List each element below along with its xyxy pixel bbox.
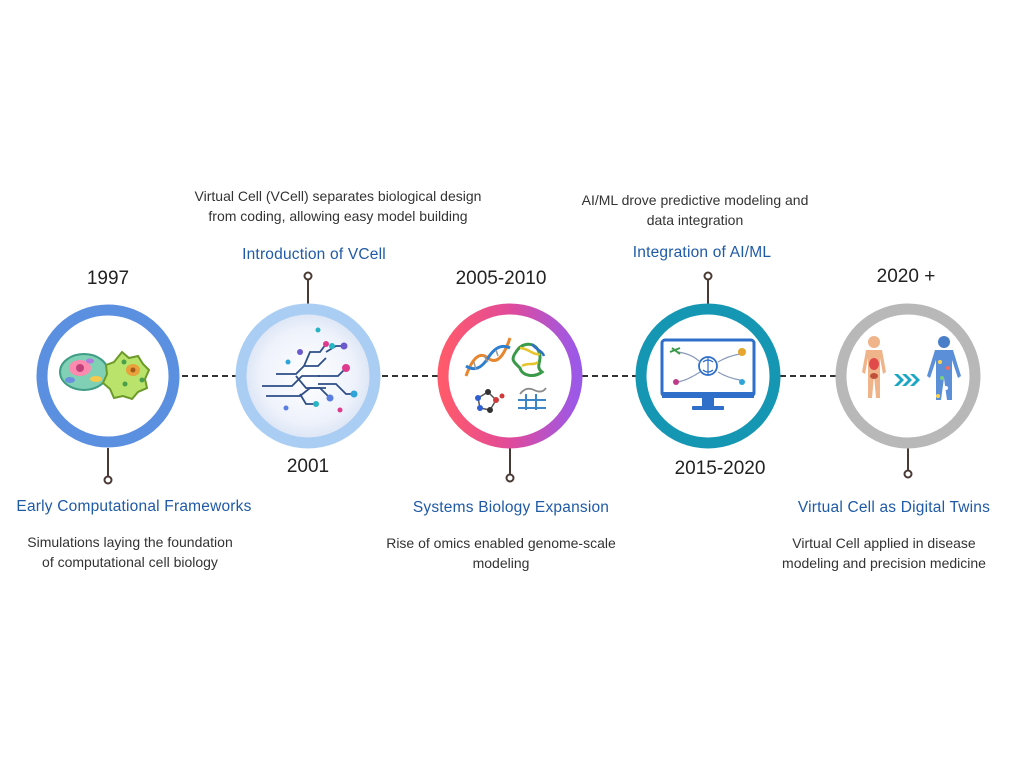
monitor-brain-icon: [660, 338, 756, 410]
milestone-title-1: Early Computational Frameworks: [16, 498, 252, 515]
milestone-node-2: [235, 303, 381, 449]
chevron-arrows-icon: [894, 374, 920, 386]
milestone-year-1: 1997: [86, 268, 130, 289]
stem-dot-4: [703, 271, 713, 281]
digital-twin-icon: [862, 336, 961, 400]
dna-protein-icon: [464, 337, 547, 413]
ring-3: [437, 303, 583, 449]
milestone-node-3: [437, 303, 583, 449]
milestone-title-3: Systems Biology Expansion: [412, 499, 610, 516]
human-anatomy-icon: [862, 336, 886, 398]
milestone-title-5: Virtual Cell as Digital Twins: [797, 499, 991, 516]
milestone-desc-2: Virtual Cell (VCell) separates biologica…: [194, 188, 482, 224]
stem-dot-3: [505, 473, 515, 483]
stem-dot-5: [903, 469, 913, 479]
cell-icon: [59, 350, 151, 401]
milestone-year-2: 2001: [286, 456, 330, 477]
milestone-title-4: Integration of AI/ML: [632, 244, 772, 261]
stem-dot-1: [103, 475, 113, 485]
milestone-node-5: [835, 303, 981, 449]
milestone-node-1: [36, 304, 180, 448]
milestone-title-2: Introduction of VCell: [242, 246, 386, 263]
stem-dot-2: [303, 271, 313, 281]
stems: [103, 271, 913, 485]
milestone-year-4: 2015-2020: [674, 458, 766, 479]
digital-human-icon: [927, 336, 961, 400]
milestone-node-4: [635, 303, 781, 449]
milestone-year-3: 2005-2010: [455, 268, 547, 289]
circuit-cell-icon: [262, 343, 354, 405]
milestone-year-5: 2020 +: [876, 266, 936, 287]
